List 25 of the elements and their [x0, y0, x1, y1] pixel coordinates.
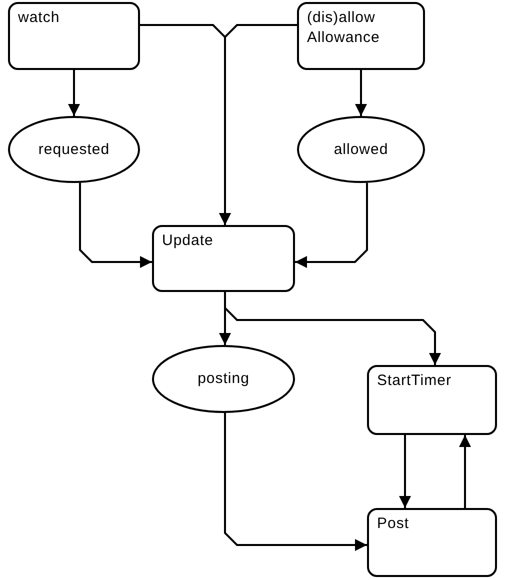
- process-box: [367, 508, 497, 577]
- node-label: Post: [377, 514, 410, 534]
- state-ellipse: [152, 345, 295, 413]
- process-box: [8, 2, 140, 70]
- state-ellipse: [8, 116, 140, 183]
- arrow: [355, 70, 367, 116]
- arrow: [399, 435, 411, 508]
- node-label: StartTimer: [377, 371, 452, 391]
- node-label: allowed: [332, 140, 390, 160]
- arrow: [295, 182, 368, 268]
- arrow: [224, 292, 441, 365]
- arrow: [224, 413, 367, 551]
- arrow: [459, 435, 471, 508]
- process-box: [367, 365, 497, 435]
- arrow: [68, 70, 80, 116]
- arrow: [219, 24, 297, 225]
- node-label: Update: [162, 231, 214, 251]
- state-ellipse: [297, 116, 425, 183]
- process-box: [297, 2, 425, 70]
- node-label: watch: [18, 8, 61, 28]
- node-label: (dis)allow Allowance: [307, 8, 381, 48]
- node-label: requested: [37, 140, 111, 160]
- node-label: posting: [196, 369, 250, 389]
- process-box: [152, 225, 295, 292]
- arrow: [79, 182, 152, 268]
